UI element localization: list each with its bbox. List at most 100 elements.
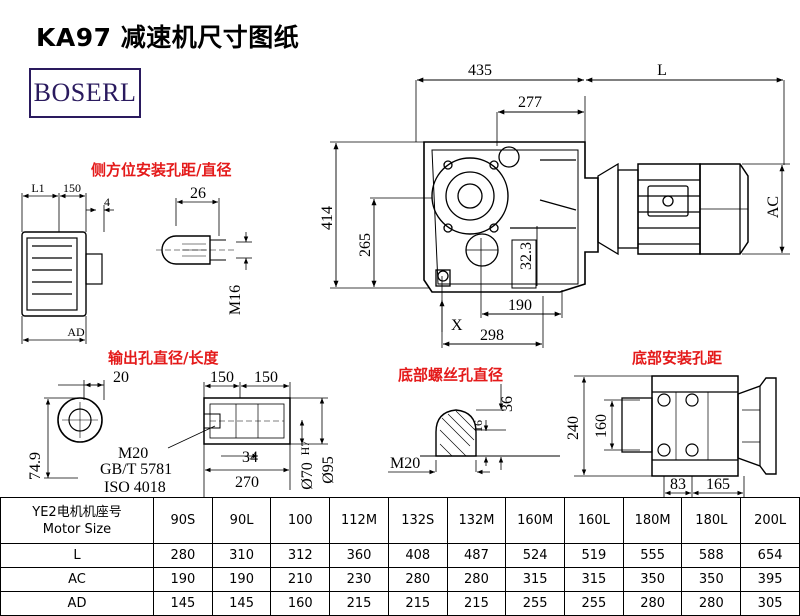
table-header-cell: 112M <box>329 497 389 544</box>
dim-AD: AD <box>67 325 85 339</box>
dim-265: 265 <box>357 233 374 257</box>
dim-16: 16 <box>471 420 485 432</box>
table-cell: 190 <box>153 567 213 592</box>
table-cell: 654 <box>740 543 800 568</box>
shaft-section <box>44 380 105 479</box>
table-row-label: AC <box>0 567 154 592</box>
section-label-side-holes: 侧方位安装孔距/直径 <box>91 161 232 179</box>
table-header-cell: 132M <box>446 497 507 544</box>
table-cell: 588 <box>681 543 742 568</box>
table-cell: 280 <box>153 543 213 568</box>
table-row-label: L <box>0 543 154 568</box>
table-header-cell: 160M <box>505 497 566 544</box>
table-header-cell: 132S <box>387 497 448 544</box>
dim-240: 240 <box>565 416 582 440</box>
dim-d95: Ø95 <box>320 456 337 484</box>
table-cell: 350 <box>681 567 742 592</box>
table-cell: 215 <box>387 591 448 616</box>
base-thread-dimensions: 36 16 M20 <box>390 396 516 472</box>
output-bore-view <box>167 382 328 497</box>
dim-190: 190 <box>508 297 532 314</box>
dim-AC: AC <box>765 196 782 218</box>
side-hole-dimensions: 26 M16 <box>190 185 244 315</box>
dim-L: L <box>657 62 667 79</box>
dim-277: 277 <box>518 94 542 111</box>
section-label-base-thread: 底部螺丝孔直径 <box>398 366 504 384</box>
table-cell: 190 <box>211 567 272 592</box>
table-cell: 160 <box>270 591 331 616</box>
side-view <box>21 193 114 344</box>
table-cell: 215 <box>446 591 507 616</box>
table-cell: 230 <box>329 567 389 592</box>
dim-414: 414 <box>319 206 336 230</box>
table-cell: 315 <box>505 567 566 592</box>
table-cell: 305 <box>740 591 800 616</box>
table-header-cell: 160L <box>564 497 624 544</box>
table-cell: 215 <box>329 591 389 616</box>
table-cell: 519 <box>564 543 624 568</box>
table-cell: 310 <box>211 543 272 568</box>
table-cell: 524 <box>505 543 566 568</box>
header-label-cn: YE2电机机座号 <box>32 504 122 520</box>
main-gearbox-view <box>330 77 790 348</box>
bolt-M20: M20 <box>118 445 148 462</box>
dim-L1: L1 <box>31 181 44 195</box>
dim-36: 36 <box>499 396 516 412</box>
page-title: KA97 减速机尺寸图纸 <box>36 23 300 52</box>
table-cell: 487 <box>446 543 507 568</box>
dim-20: 20 <box>113 369 129 386</box>
table-header-cell: 180M <box>622 497 683 544</box>
dim-d70: Ø70 <box>299 462 316 490</box>
table-cell: 145 <box>153 591 213 616</box>
table-cell: 408 <box>387 543 448 568</box>
section-label-base-holes: 底部安装孔距 <box>632 349 723 367</box>
table-cell: 555 <box>622 543 683 568</box>
table-header-cell: 180L <box>681 497 742 544</box>
table-header-label: YE2电机机座号 Motor Size <box>0 497 154 544</box>
dim-74-9: 74.9 <box>27 452 44 480</box>
table-cell: 350 <box>622 567 683 592</box>
table-cell: 255 <box>564 591 624 616</box>
table-header-cell: 200L <box>740 497 800 544</box>
table-cell: 145 <box>211 591 272 616</box>
table-cell: 255 <box>505 591 566 616</box>
section-label-output-bore: 输出孔直径/长度 <box>108 349 219 367</box>
dim-4: 4 <box>104 195 110 209</box>
main-gearbox-dimensions: 435 L 277 414 265 32.3 190 298 X AC <box>319 62 782 344</box>
shaft-section-dimensions: 20 74.9 <box>27 369 129 480</box>
dim-M16: M16 <box>227 285 244 315</box>
table-cell: 280 <box>681 591 742 616</box>
dim-26: 26 <box>190 185 206 202</box>
dim-32-3: 32.3 <box>518 242 535 270</box>
dim-bore-150-right: 150 <box>254 369 278 386</box>
dim-165: 165 <box>706 476 730 493</box>
dim-270: 270 <box>235 474 259 491</box>
table-cell: 395 <box>740 567 800 592</box>
table-cell: 280 <box>387 567 448 592</box>
side-hole-detail <box>156 198 252 270</box>
side-view-dimensions: L1 150 4 AD <box>31 181 110 339</box>
table-cell: 315 <box>564 567 624 592</box>
table-cell: 210 <box>270 567 331 592</box>
dim-298: 298 <box>480 327 504 344</box>
table-header-cell: 90S <box>153 497 213 544</box>
dim-83: 83 <box>670 476 686 493</box>
dim-X: X <box>451 317 463 334</box>
output-bore-dimensions: 150 150 M20 GB/T 5781 ISO 4018 34 270 Ø7… <box>100 369 337 496</box>
table-row-label: AD <box>0 591 154 616</box>
thread-M20: M20 <box>390 455 420 472</box>
dim-160: 160 <box>593 414 610 438</box>
dim-side-150: 150 <box>63 181 81 195</box>
brand-logo: BOSERL <box>29 68 141 118</box>
table-cell: 280 <box>622 591 683 616</box>
bolt-standard-gbt: GB/T 5781 <box>100 461 172 478</box>
header-label-en: Motor Size <box>42 521 112 537</box>
table-header-cell: 100 <box>270 497 331 544</box>
base-thread-detail <box>388 384 560 475</box>
